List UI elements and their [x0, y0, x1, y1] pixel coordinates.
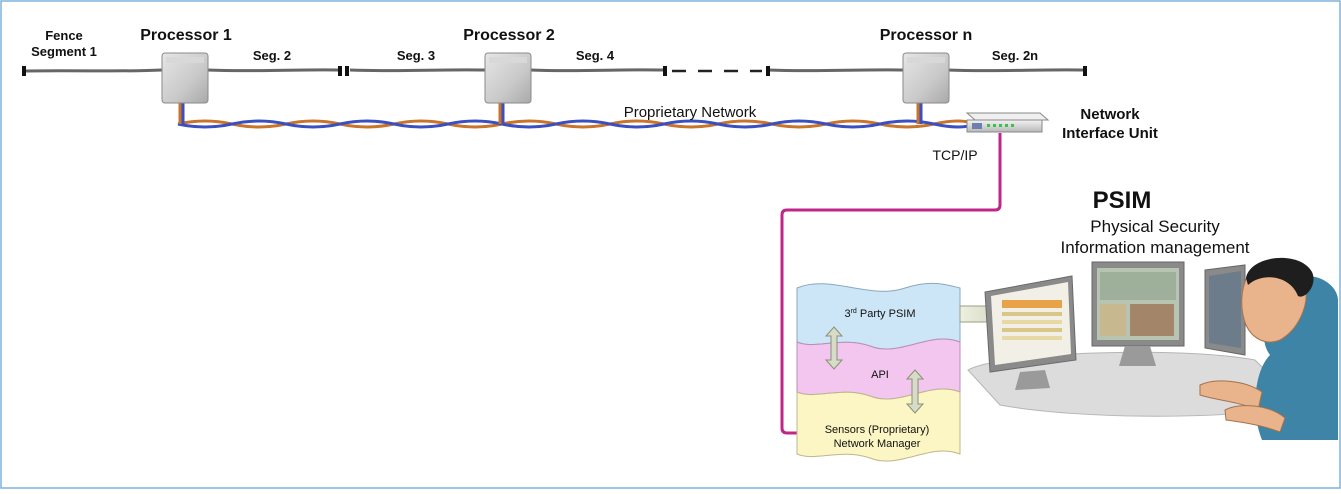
seg-2n-label: Seg. 2n: [992, 48, 1038, 63]
seg-3-label: Seg. 3: [397, 48, 435, 63]
layer-3rd-party-psim-label: 3rd Party PSIM: [844, 308, 915, 320]
tcpip-link: [780, 133, 1002, 435]
layer-sensors-label-line2: Network Manager: [834, 438, 921, 450]
network-interface-unit-icon: [965, 112, 1050, 133]
psim-title: PSIM: [1093, 187, 1152, 214]
processor-1-label: Processor 1: [140, 27, 232, 44]
psim-subtitle-line2: Information management: [1061, 238, 1250, 257]
niu-label: Network: [1080, 106, 1140, 123]
processor-1-box: [161, 52, 209, 104]
processor-n-label: Processor n: [880, 27, 972, 44]
sensors-double-arrow-icon: [905, 369, 925, 414]
fence-terminals: [22, 66, 1087, 76]
layer-api-label: API: [871, 369, 889, 381]
processor-2-box: [484, 52, 532, 104]
proprietary-network-label: Proprietary Network: [624, 104, 757, 121]
software-stack: 3rd Party PSIM API Sensors (Proprietary)…: [796, 282, 961, 462]
tcpip-label: TCP/IP: [932, 147, 977, 163]
layer-sensors-label: Sensors (Proprietary): [825, 424, 930, 436]
proprietary-network-cable: [177, 102, 976, 129]
psim-workstation-illustration: [967, 257, 1338, 440]
fence-segment-1-label-line2: Segment 1: [31, 44, 97, 59]
processor-2-label: Processor 2: [463, 27, 555, 44]
fence-wires: [23, 68, 1086, 73]
api-double-arrow-icon: [824, 326, 844, 370]
seg-2-label: Seg. 2: [253, 48, 291, 63]
niu-label-line2: Interface Unit: [1062, 125, 1158, 142]
seg-4-label: Seg. 4: [576, 48, 615, 63]
processor-n-box: [902, 52, 950, 104]
fence-segment-1-label: Fence: [45, 28, 83, 43]
psim-subtitle: Physical Security: [1090, 217, 1220, 236]
